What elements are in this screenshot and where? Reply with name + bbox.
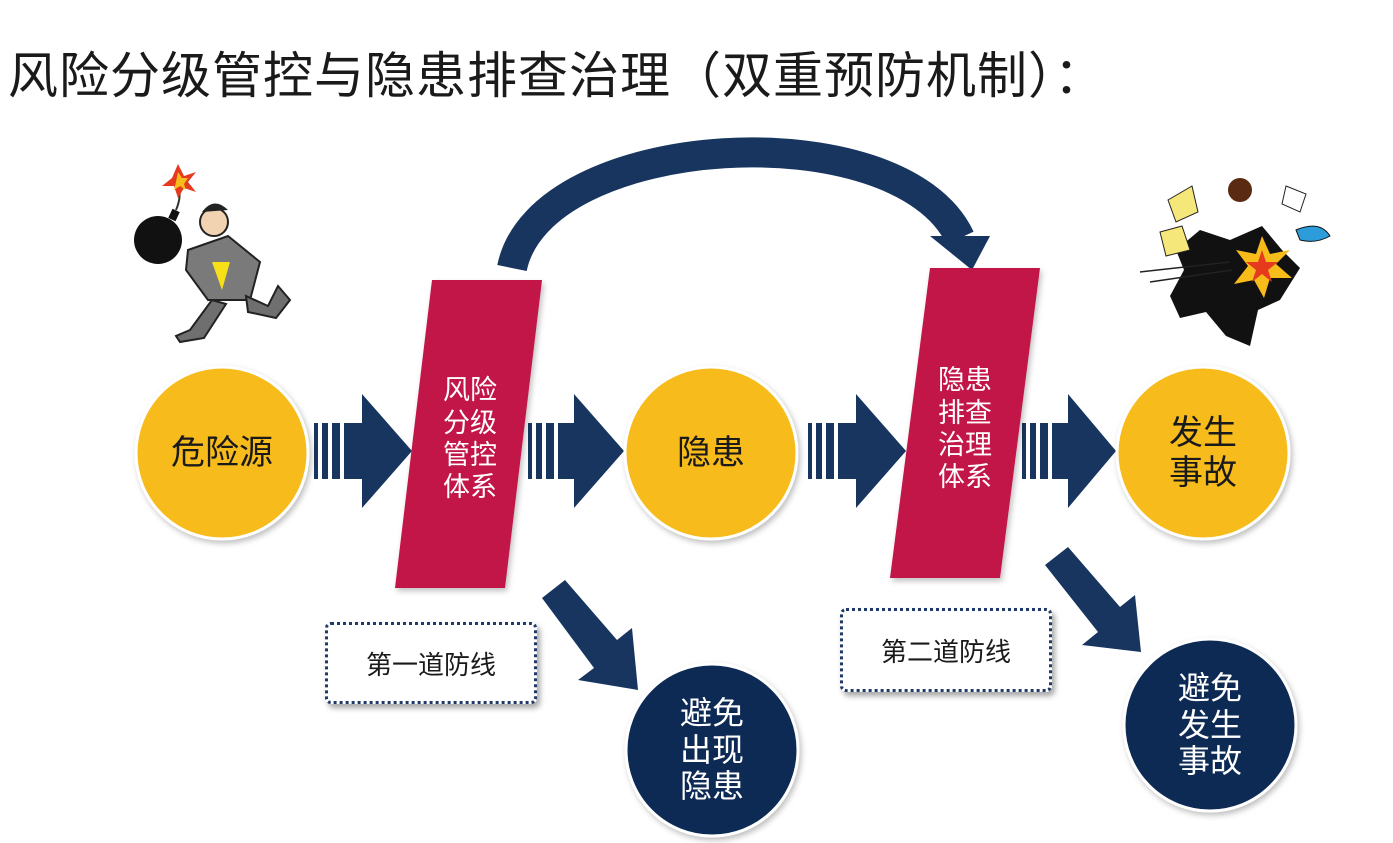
accident-circle	[1115, 365, 1291, 541]
flow-arrow-4	[1022, 394, 1116, 508]
hazard-investigation-box	[890, 268, 1040, 578]
second-defense-line-label: 第二道防线	[840, 608, 1052, 692]
page-title: 风险分级管控与隐患排查治理（双重预防机制）：	[8, 47, 1105, 105]
diagonal-arrow-1	[542, 580, 638, 690]
avoid-accident-circle	[1122, 637, 1298, 813]
bypass-curved-arrow	[497, 137, 990, 272]
avoid-accident-label: 避免 发生 事故	[1177, 668, 1242, 781]
flow-arrow-1	[314, 394, 412, 508]
hazard-source-circle	[134, 365, 310, 541]
avoid-hidden-danger-circle	[624, 662, 800, 838]
second-defense-line-text: 第二道防线	[880, 637, 1011, 668]
first-defense-line-label: 第一道防线	[325, 622, 537, 704]
flow-arrow-2	[528, 394, 624, 508]
explosion-accident-illustration	[1139, 178, 1331, 346]
hazard-investigation-system-label: 隐患 排查 治理 体系	[938, 365, 992, 494]
hidden-danger-circle	[623, 365, 799, 541]
risk-control-box	[395, 280, 542, 588]
running-man-with-bomb-illustration	[134, 164, 292, 344]
first-defense-line-text: 第一道防线	[365, 650, 496, 681]
avoid-hidden-danger-label: 避免 出现 隐患	[679, 693, 744, 806]
risk-control-system-label: 风险 分级 管控 体系	[443, 375, 497, 504]
flow-arrow-3	[808, 394, 906, 508]
diagonal-arrow-2	[1045, 547, 1141, 652]
hazard-source-label: 危险源	[171, 432, 273, 473]
hidden-danger-label: 隐患	[677, 432, 745, 473]
accident-label: 发生 事故	[1169, 412, 1237, 493]
